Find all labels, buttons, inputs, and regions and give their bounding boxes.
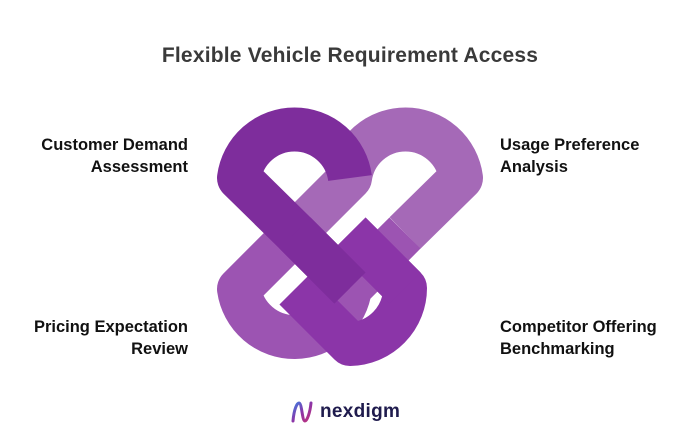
label-pricing-expectation-review: Pricing Expectation Review	[33, 318, 188, 358]
logo-text: nexdigm	[320, 401, 401, 422]
label-customer-demand-assessment: Customer Demand Assessment	[41, 136, 188, 176]
band-top-left-over	[279, 217, 366, 304]
band-bottom-right	[279, 217, 427, 366]
label-usage-preference-analysis: Usage Preference Analysis	[500, 136, 640, 176]
nexdigm-logo-icon	[291, 401, 313, 423]
band-bottom-right-over	[334, 217, 421, 304]
page-title: Flexible Vehicle Requirement Access	[161, 44, 539, 67]
interlocking-knot-diagram	[217, 107, 483, 366]
nexdigm-logo: nexdigm	[290, 398, 400, 426]
label-competitor-offering-benchmarking: Competitor Offering Benchmarking	[500, 318, 657, 358]
band-top-left	[217, 107, 372, 304]
